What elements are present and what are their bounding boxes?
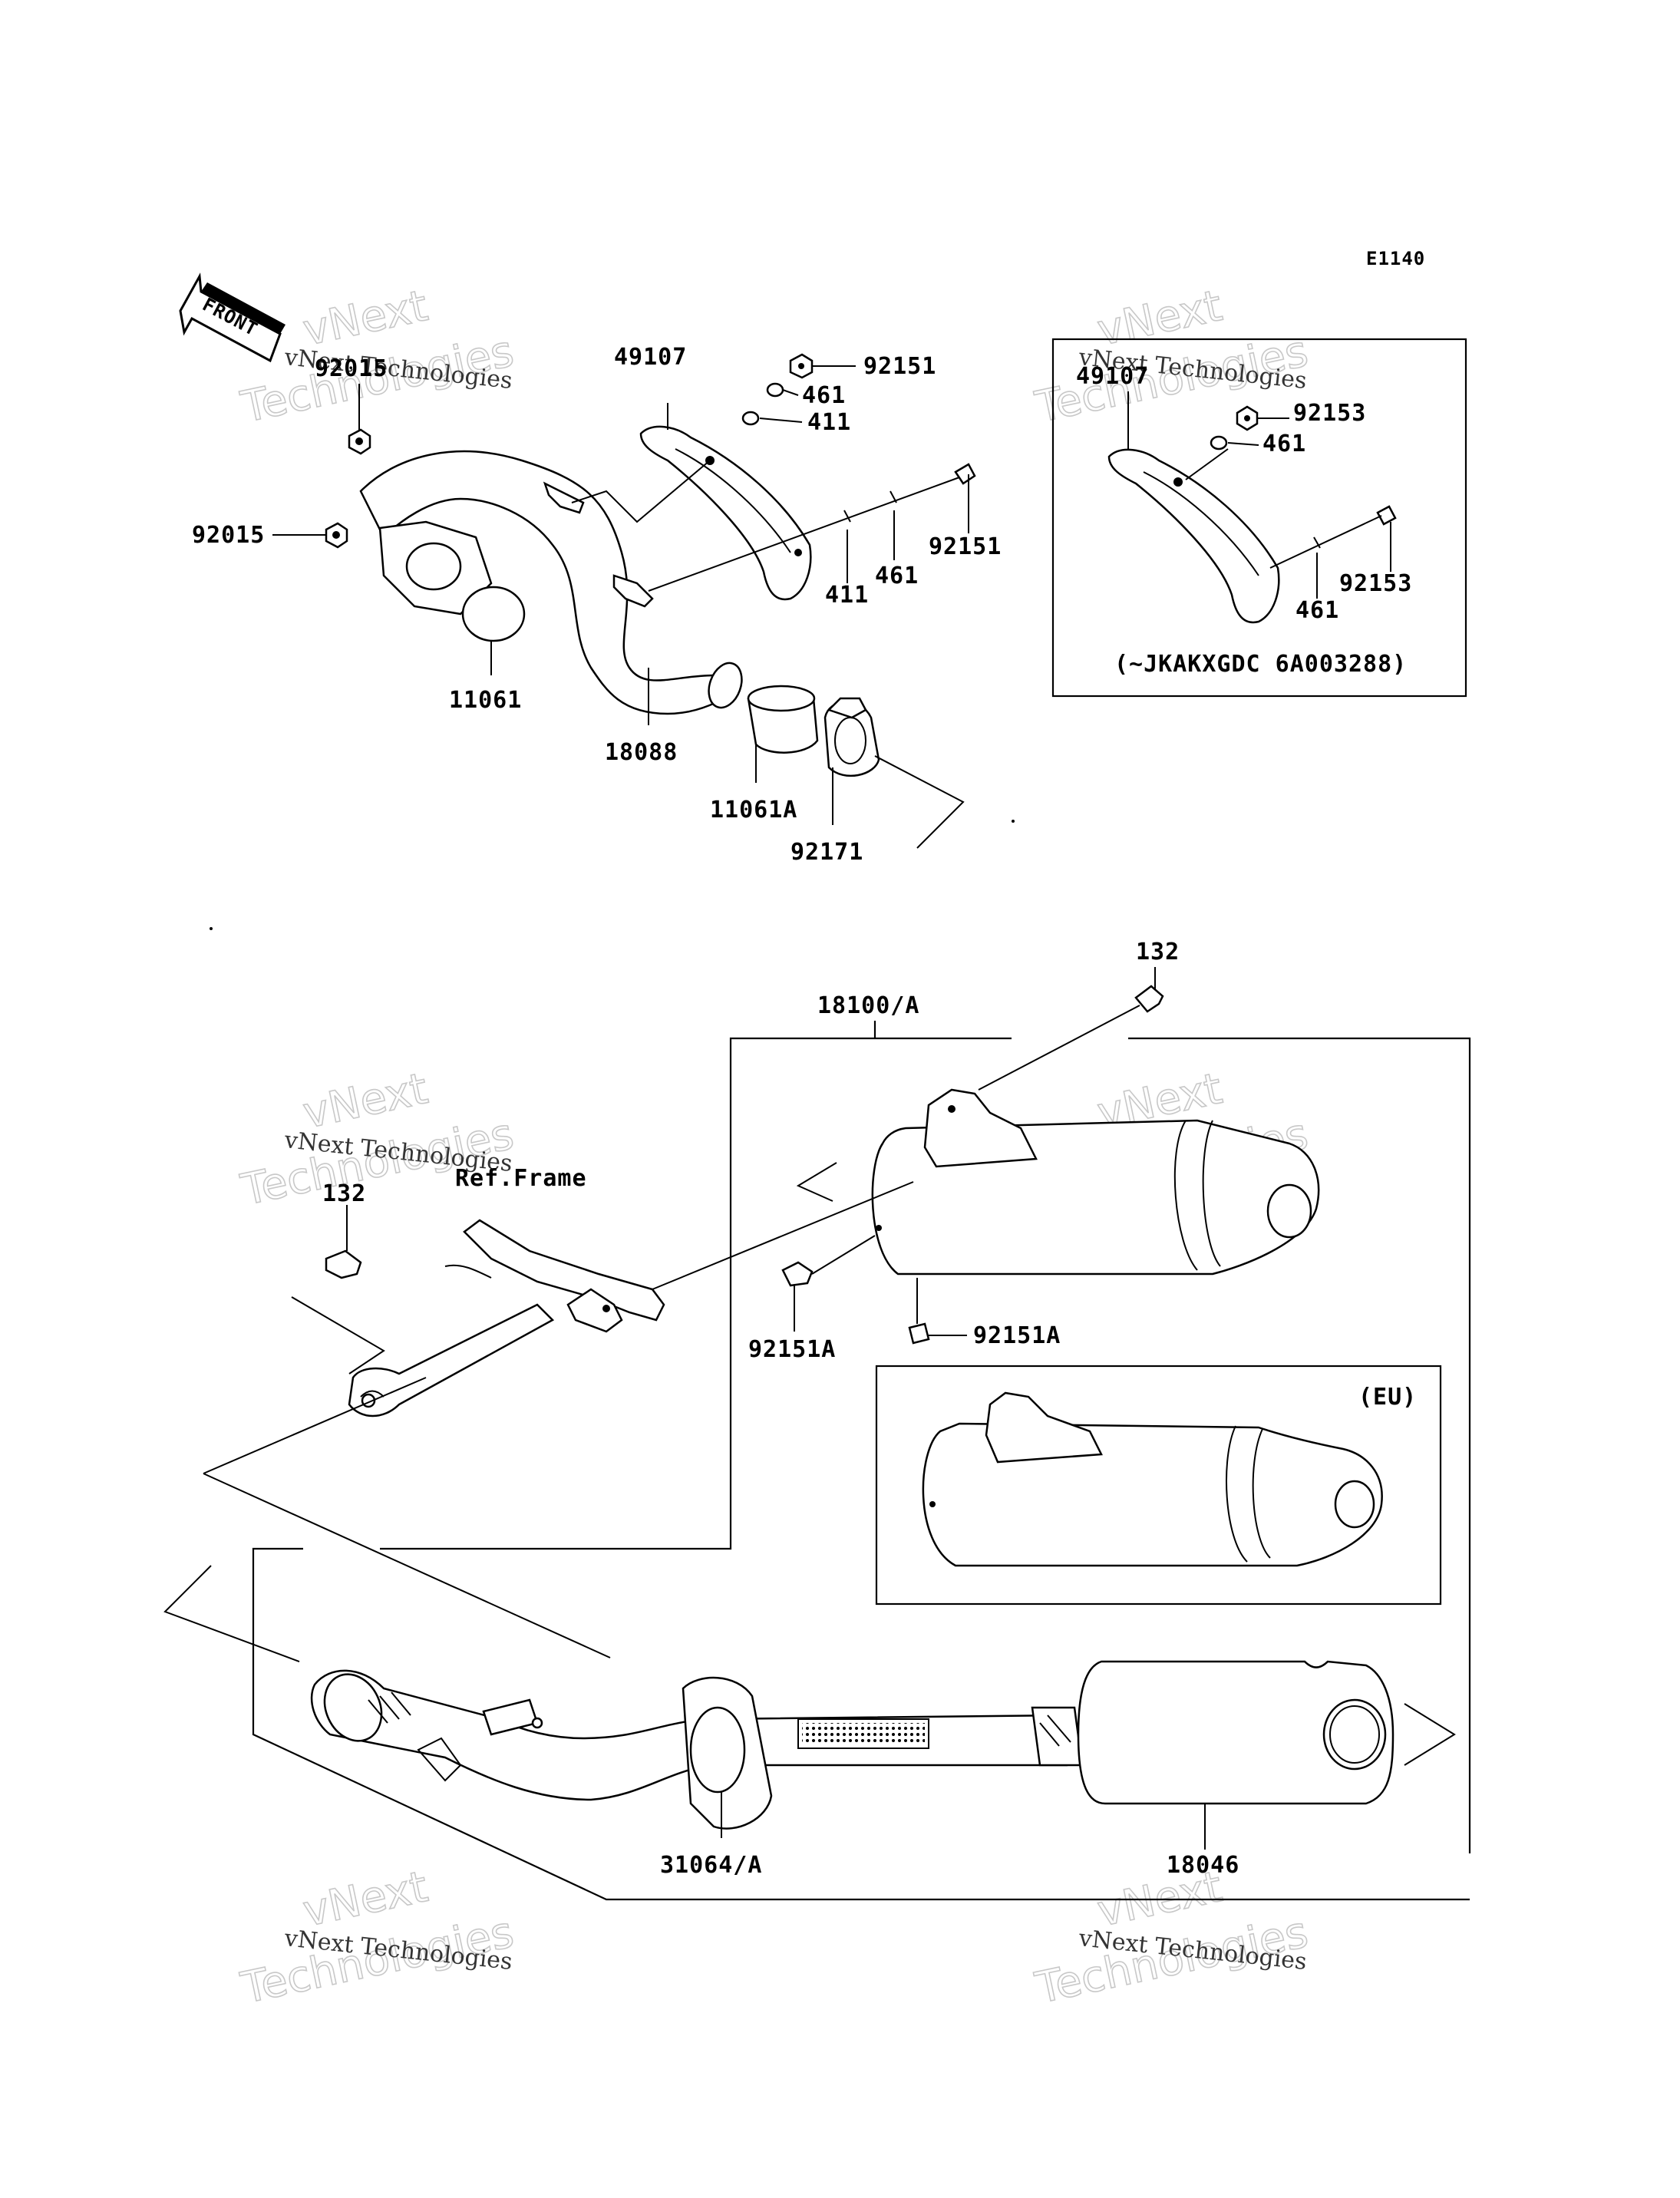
heat-guard-49107 xyxy=(639,425,812,601)
bolt-92151A-right xyxy=(908,1278,967,1345)
leader-lines-top xyxy=(272,365,969,849)
label-92151A-left: 92151A xyxy=(748,1336,836,1363)
watermark-top-right: vNext Technologies vNext Technologies xyxy=(1031,280,1313,433)
gasket-11061A xyxy=(747,685,819,754)
label-ref-frame: Ref.Frame xyxy=(455,1165,587,1192)
watermark-bottom-left: vNext Technologies vNext Technologies xyxy=(236,1861,519,2014)
washer-411-bottom xyxy=(843,510,851,523)
label-11061: 11061 xyxy=(449,687,522,714)
label-92151-top: 92151 xyxy=(863,353,936,380)
inset-leader-lines xyxy=(1127,391,1391,599)
bolt-132-top xyxy=(978,967,1164,1091)
inset-label-49107: 49107 xyxy=(1076,363,1149,390)
inset-washer-461-top xyxy=(1210,435,1228,450)
assembly-frame-18100A xyxy=(252,1021,1471,1901)
label-92151-mid: 92151 xyxy=(929,533,1002,560)
silencer-shell-18046 xyxy=(1077,1660,1456,1850)
watermark-bottom-right: vNext Technologies vNext Technologies xyxy=(1031,1861,1313,2014)
clamp-92171 xyxy=(823,697,880,777)
nut-92015-left xyxy=(325,522,348,549)
inset-label-461-bottom: 461 xyxy=(1295,597,1339,624)
svg-text:vNext: vNext xyxy=(299,281,432,356)
gasket-11061 xyxy=(461,586,526,642)
dot-marker xyxy=(1012,820,1015,823)
inset-bolt-92153-bottom xyxy=(1376,505,1397,526)
label-49107: 49107 xyxy=(614,344,687,371)
inset-washer-461-bottom xyxy=(1313,536,1321,549)
inset-label-461-top: 461 xyxy=(1262,431,1306,457)
label-92151A-right: 92151A xyxy=(973,1322,1061,1349)
bolt-92151A-left xyxy=(781,1235,876,1332)
inset-heat-guard-49107 xyxy=(1107,448,1280,624)
nut-92015-top xyxy=(348,428,371,455)
label-92015-left: 92015 xyxy=(192,522,265,549)
label-31064A: 31064/A xyxy=(660,1852,762,1879)
label-92015-top: 92015 xyxy=(315,355,388,382)
diagram-code: E1140 xyxy=(1366,248,1425,269)
watermark-mid-left: vNext Technologies vNext Technologies xyxy=(236,1063,519,1216)
inset-label-92153-top: 92153 xyxy=(1293,400,1366,427)
ref-frame-bracket xyxy=(348,1219,665,1417)
eu-variant-box xyxy=(875,1365,1442,1606)
eu-note: (EU) xyxy=(1358,1384,1417,1411)
label-132-top: 132 xyxy=(1136,939,1180,965)
silencer-18100A xyxy=(871,1088,1320,1276)
label-411-top: 411 xyxy=(807,409,851,436)
label-18046: 18046 xyxy=(1167,1852,1239,1879)
exhaust-pipe-31064A xyxy=(310,1669,1084,1838)
svg-text:vNext: vNext xyxy=(299,1862,432,1937)
svg-text:vNext: vNext xyxy=(299,1064,432,1139)
svg-text:vNext: vNext xyxy=(1093,281,1226,356)
front-arrow-icon: FRONT xyxy=(179,272,286,363)
label-132-left: 132 xyxy=(322,1180,366,1207)
label-11061A: 11061A xyxy=(710,797,797,823)
washer-461-top xyxy=(766,382,784,398)
inset-note: (~JKAKXGDC 6A003288) xyxy=(1114,651,1407,678)
bolt-92151-top xyxy=(789,353,814,379)
label-18088: 18088 xyxy=(605,739,678,766)
leader-lines-bottom xyxy=(163,1162,914,1662)
label-411-bottom: 411 xyxy=(825,582,869,609)
label-92171: 92171 xyxy=(790,839,863,866)
bolt-132-left xyxy=(325,1205,362,1279)
silencer-eu xyxy=(922,1391,1383,1567)
inset-box-heat-guard xyxy=(1051,338,1467,698)
label-18100A: 18100/A xyxy=(817,992,919,1019)
label-461-top: 461 xyxy=(802,382,846,409)
inset-bolt-92153-top xyxy=(1236,405,1259,431)
inset-label-92153-bottom: 92153 xyxy=(1339,570,1412,597)
bolt-92151-mid xyxy=(954,463,976,485)
header-pipe-18088 xyxy=(359,450,743,715)
dot-marker-2 xyxy=(210,927,213,930)
washer-411-top xyxy=(741,411,760,426)
label-461-mid: 461 xyxy=(875,563,919,589)
